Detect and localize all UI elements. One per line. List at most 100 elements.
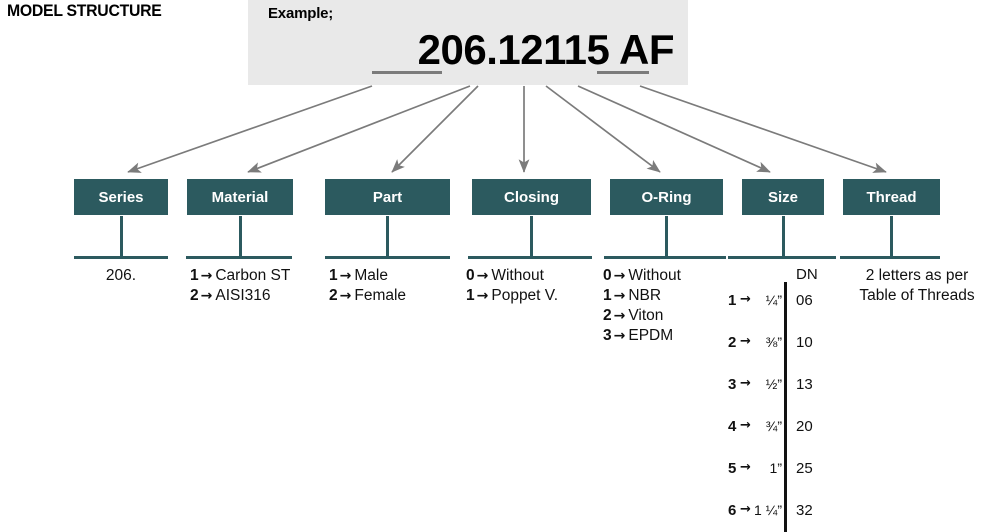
stem-thread	[890, 216, 893, 258]
stem-series	[120, 216, 123, 258]
page-title: MODEL STRUCTURE	[7, 1, 162, 20]
arrow-glyph: →	[200, 288, 213, 304]
column-material: 1→Carbon ST 2→AISI316	[190, 266, 290, 306]
entry-dn: 10	[796, 334, 813, 351]
example-panel: Example; 206.12115 AF	[248, 0, 688, 85]
entry-code: 0	[466, 267, 475, 284]
list-item: 1→Male	[329, 266, 406, 286]
category-box-thread[interactable]: Thread	[843, 179, 940, 215]
list-item: 2→Female	[329, 286, 406, 306]
list-item: 1→NBR	[603, 286, 681, 306]
entry-value: NBR	[628, 287, 662, 304]
entry-value: AISI316	[215, 287, 271, 304]
arrow-glyph: →	[613, 308, 626, 324]
entry-dn: 13	[796, 376, 813, 393]
stem-size	[782, 216, 785, 258]
list-item: 1→Carbon ST	[190, 266, 290, 286]
entry-value: 1”	[769, 460, 782, 476]
entry-code: 3	[728, 376, 737, 393]
table-row: 1 → ¼” 06	[718, 292, 834, 312]
arrow-glyph: →	[740, 418, 751, 433]
arrow-glyph: →	[613, 288, 626, 304]
entry-code: 1	[329, 267, 338, 284]
entry-dn: 32	[796, 502, 813, 519]
arrow-glyph: →	[740, 292, 751, 307]
entry-value: 206.	[105, 267, 137, 284]
list-item: 2→AISI316	[190, 286, 290, 306]
category-box-series[interactable]: Series	[74, 179, 168, 215]
category-box-oring[interactable]: O-Ring	[610, 179, 723, 215]
entry-code: 2	[190, 287, 199, 304]
entry-value: 1 ¼”	[753, 502, 782, 518]
list-item: 3→EPDM	[603, 326, 681, 346]
arrow-glyph: →	[740, 376, 751, 391]
entry-code: 1	[603, 287, 612, 304]
column-part: 1→Male 2→Female	[329, 266, 406, 306]
entry-code: 2	[603, 307, 612, 324]
arrow-glyph: →	[740, 334, 751, 349]
arrow-glyph: →	[613, 328, 626, 344]
entry-code: 6	[728, 502, 737, 519]
rule-thread	[840, 256, 940, 259]
column-thread: 2 letters as per Table of Threads	[842, 266, 992, 306]
rule-closing	[468, 256, 592, 259]
arrow-glyph: →	[476, 288, 489, 304]
size-divider	[784, 282, 787, 532]
rule-material	[186, 256, 292, 259]
column-closing: 0→Without 1→Poppet V.	[466, 266, 558, 306]
example-model-code: 206.12115 AF	[417, 26, 675, 73]
rule-part	[325, 256, 450, 259]
table-row: 6 → 1 ¼” 32	[718, 502, 834, 522]
entry-value: Poppet V.	[491, 287, 559, 304]
arrow-glyph: →	[200, 268, 213, 284]
table-row: 4 → ¾” 20	[718, 418, 834, 438]
entry-value: ⅜”	[765, 334, 782, 350]
list-item: 2→Viton	[603, 306, 681, 326]
arrow-glyph: →	[339, 268, 352, 284]
list-item: 2 letters as per	[865, 267, 969, 284]
stem-part	[386, 216, 389, 258]
entry-code: 1	[466, 287, 475, 304]
table-row: 5 → 1” 25	[718, 460, 834, 480]
entry-code: 4	[728, 418, 737, 435]
category-box-closing[interactable]: Closing	[472, 179, 591, 215]
entry-code: 3	[603, 327, 612, 344]
rule-size	[728, 256, 836, 259]
column-oring: 0→Without 1→NBR 2→Viton 3→EPDM	[603, 266, 681, 346]
column-series: 206.	[74, 266, 168, 286]
entry-value: ½”	[765, 376, 782, 392]
stem-material	[239, 216, 242, 258]
list-item: 1→Poppet V.	[466, 286, 558, 306]
list-item: 206.	[74, 266, 168, 286]
entry-value: Viton	[628, 307, 664, 324]
rule-series	[74, 256, 168, 259]
entry-value: Carbon ST	[215, 267, 291, 284]
list-item: 0→Without	[466, 266, 558, 286]
entry-value: ¾”	[765, 418, 782, 434]
entry-code: 0	[603, 267, 612, 284]
entry-value: Female	[354, 287, 407, 304]
entry-code: 2	[728, 334, 737, 351]
arrow-glyph: →	[740, 460, 751, 475]
list-item: 0→Without	[603, 266, 681, 286]
arrow-glyph: →	[740, 502, 751, 517]
arrow-glyph: →	[476, 268, 489, 284]
entry-value: EPDM	[628, 327, 674, 344]
category-box-material[interactable]: Material	[187, 179, 293, 215]
entry-code: 1	[728, 292, 737, 309]
entry-dn: 20	[796, 418, 813, 435]
entry-value: Without	[628, 267, 681, 284]
entry-code: 1	[190, 267, 199, 284]
rule-oring	[604, 256, 726, 259]
table-row: 3 → ½” 13	[718, 376, 834, 396]
entry-value: ¼”	[765, 292, 782, 308]
example-label: Example;	[268, 5, 334, 22]
stem-oring	[665, 216, 668, 258]
entry-value: Without	[491, 267, 544, 284]
code-underline-thread	[597, 71, 649, 74]
category-box-size[interactable]: Size	[742, 179, 824, 215]
category-box-part[interactable]: Part	[325, 179, 450, 215]
entry-value: Male	[354, 267, 388, 284]
size-dn-header: DN	[796, 266, 818, 283]
code-underline-series	[372, 71, 442, 74]
